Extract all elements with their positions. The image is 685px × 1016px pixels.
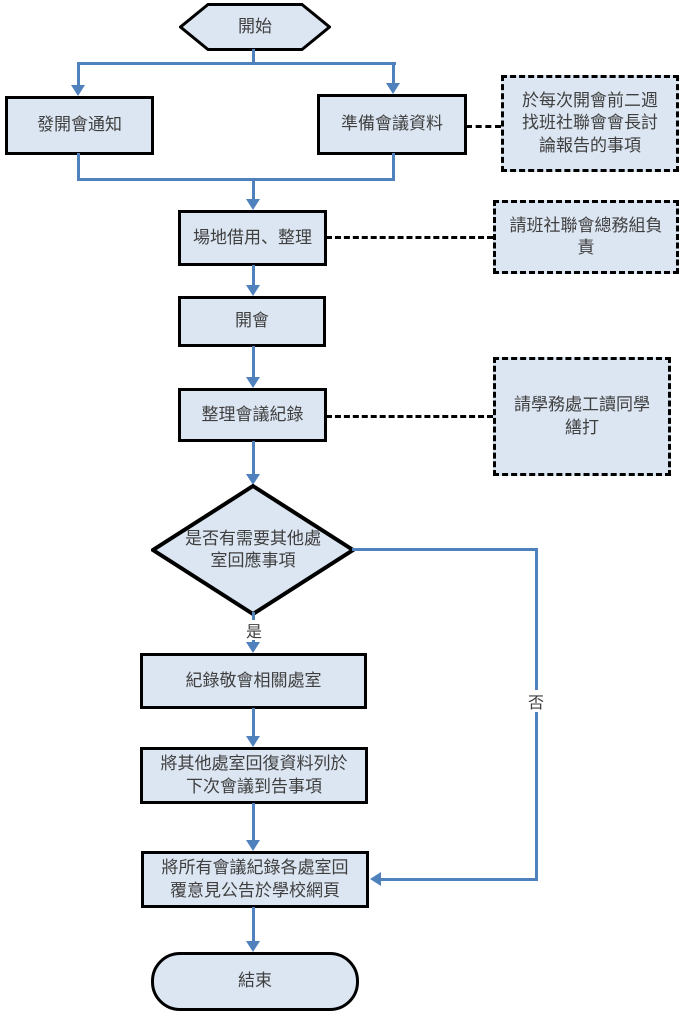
annotation-typing-workstudy-label: 請學務處工讀同學繕打	[514, 395, 650, 437]
process-hold-meeting: 開會	[178, 296, 326, 347]
annotation-typing-workstudy: 請學務處工讀同學繕打	[493, 357, 671, 476]
process-send-notice-label: 發開會通知	[37, 115, 122, 135]
connector-no-vertical	[535, 548, 538, 880]
connector-record-to-list	[252, 708, 255, 737]
connector-send-notice-down	[77, 153, 80, 179]
process-list-replies-label: 將其他處室回復資料列於下次會議到告事項	[160, 754, 348, 796]
edge-label-no: 否	[526, 690, 546, 712]
connector-publish-to-end	[252, 907, 255, 942]
connector-into-venue	[252, 178, 255, 200]
arrowhead-into-prepare-materials	[386, 83, 400, 94]
dashed-connector-note3	[326, 415, 493, 418]
connector-venue-to-meeting	[252, 265, 255, 286]
end-node-label: 結束	[238, 971, 272, 991]
process-hold-meeting-label: 開會	[235, 311, 269, 331]
process-prepare-materials-label: 準備會議資料	[341, 114, 443, 134]
connector-no-horizontal-bottom	[381, 878, 538, 881]
process-record-notify-label: 紀錄敬會相關處室	[185, 670, 322, 690]
process-list-replies: 將其他處室回復資料列於下次會議到告事項	[140, 747, 368, 804]
process-record-notify: 紀錄敬會相關處室	[140, 653, 367, 709]
connector-prepare-materials-down	[392, 153, 395, 180]
arrowhead-into-end	[246, 941, 260, 952]
connector-no-horizontal-top	[352, 548, 538, 551]
connector-start-down	[252, 49, 255, 63]
annotation-discuss-with-president: 於每次開會前二週找班社聯會會長討論報告的事項	[501, 75, 679, 172]
arrowhead-into-meeting	[246, 285, 260, 296]
connector-split-horizontal	[77, 62, 396, 65]
connector-right-branch	[392, 62, 395, 85]
edge-label-yes: 是	[243, 620, 265, 641]
process-venue-setup: 場地借用、整理	[178, 210, 327, 266]
annotation-general-affairs: 請班社聯會總務組負責	[493, 200, 679, 274]
arrowhead-into-decision	[246, 474, 260, 485]
connector-minutes-to-decision	[252, 441, 255, 475]
process-prepare-materials: 準備會議資料	[317, 94, 467, 155]
end-node: 結束	[151, 952, 359, 1011]
process-publish-website-label: 將所有會議紀錄各處室回覆意見公告於學校網頁	[161, 858, 349, 900]
connector-left-branch	[77, 62, 80, 87]
arrowhead-into-publish	[370, 872, 381, 886]
dashed-connector-note1	[466, 125, 501, 128]
arrowhead-publish-top	[246, 840, 260, 851]
start-hexagon-shape	[179, 3, 331, 51]
process-organize-minutes: 整理會議紀錄	[178, 388, 327, 442]
process-venue-setup-label: 場地借用、整理	[193, 227, 312, 247]
arrowhead-into-minutes	[246, 377, 260, 388]
process-organize-minutes-label: 整理會議紀錄	[201, 404, 304, 424]
decision-diamond-shape	[151, 484, 355, 616]
annotation-general-affairs-label: 請班社聯會總務組負責	[509, 215, 663, 257]
arrowhead-into-record-notify	[246, 642, 260, 653]
process-send-notice: 發開會通知	[5, 96, 154, 155]
dashed-connector-note2	[326, 236, 493, 239]
connector-merge-horizontal	[77, 178, 395, 181]
arrowhead-into-venue	[246, 199, 260, 210]
process-publish-website: 將所有會議紀錄各處室回覆意見公告於學校網頁	[141, 851, 369, 908]
connector-meeting-to-minutes	[252, 346, 255, 378]
connector-list-to-publish	[252, 803, 255, 841]
annotation-discuss-with-president-label: 於每次開會前二週找班社聯會會長討論報告的事項	[522, 91, 658, 155]
arrowhead-into-list-replies	[246, 736, 260, 747]
arrowhead-into-send-notice	[71, 85, 85, 96]
